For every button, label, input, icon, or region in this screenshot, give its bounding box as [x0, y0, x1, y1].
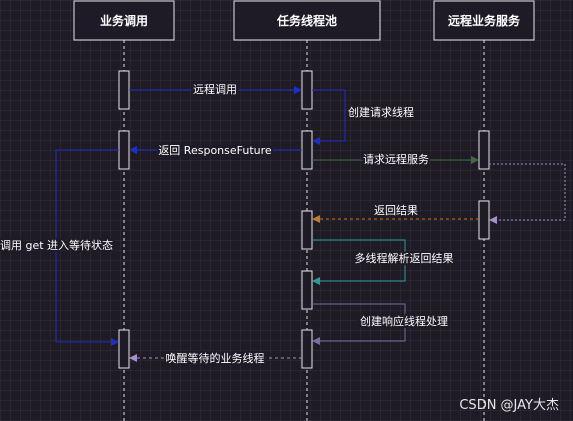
participant-pool-label: 任务线程池	[276, 13, 337, 28]
activation-pool-1	[301, 70, 313, 110]
arrow-parse-result[interactable]	[312, 239, 406, 285]
activation-business-1	[118, 70, 130, 110]
activation-pool-4	[301, 270, 313, 310]
participant-pool[interactable]: 任务线程池	[233, 0, 381, 41]
participant-business[interactable]: 业务调用	[73, 0, 175, 41]
participant-business-label: 业务调用	[100, 13, 148, 28]
activation-business-2	[118, 130, 130, 170]
activation-pool-2	[301, 130, 313, 170]
activation-remote-1	[478, 130, 490, 170]
label-request-remote: 请求远程服务	[363, 153, 429, 166]
label-wake-thread: 唤醒等待的业务线程	[166, 351, 265, 365]
activation-business-3	[118, 329, 130, 369]
activation-remote-2	[478, 200, 490, 240]
participant-remote-label: 远程业务服务	[448, 13, 521, 28]
activation-pool-3	[301, 210, 313, 250]
participant-remote[interactable]: 远程业务服务	[433, 0, 535, 41]
watermark: CSDN @JAY大杰	[459, 398, 559, 413]
label-wait-state: 调用 get 进入等待状态	[0, 238, 113, 252]
activation-pool-5	[301, 329, 313, 369]
label-return-result: 返回结果	[374, 204, 418, 217]
arrow-remote-internal[interactable]	[489, 163, 566, 224]
label-create-request-thread: 创建请求线程	[348, 105, 414, 119]
label-remote-call: 远程调用	[193, 83, 237, 96]
label-return-future: 返回 ResponseFuture	[158, 144, 272, 157]
label-parse-result: 多线程解析返回结果	[355, 251, 454, 265]
arrow-create-request-thread[interactable]	[312, 89, 346, 145]
arrow-create-response-thread[interactable]	[312, 303, 406, 345]
arrow-wait-state[interactable]	[55, 149, 119, 346]
label-create-response-thread: 创建响应线程处理	[360, 314, 448, 328]
